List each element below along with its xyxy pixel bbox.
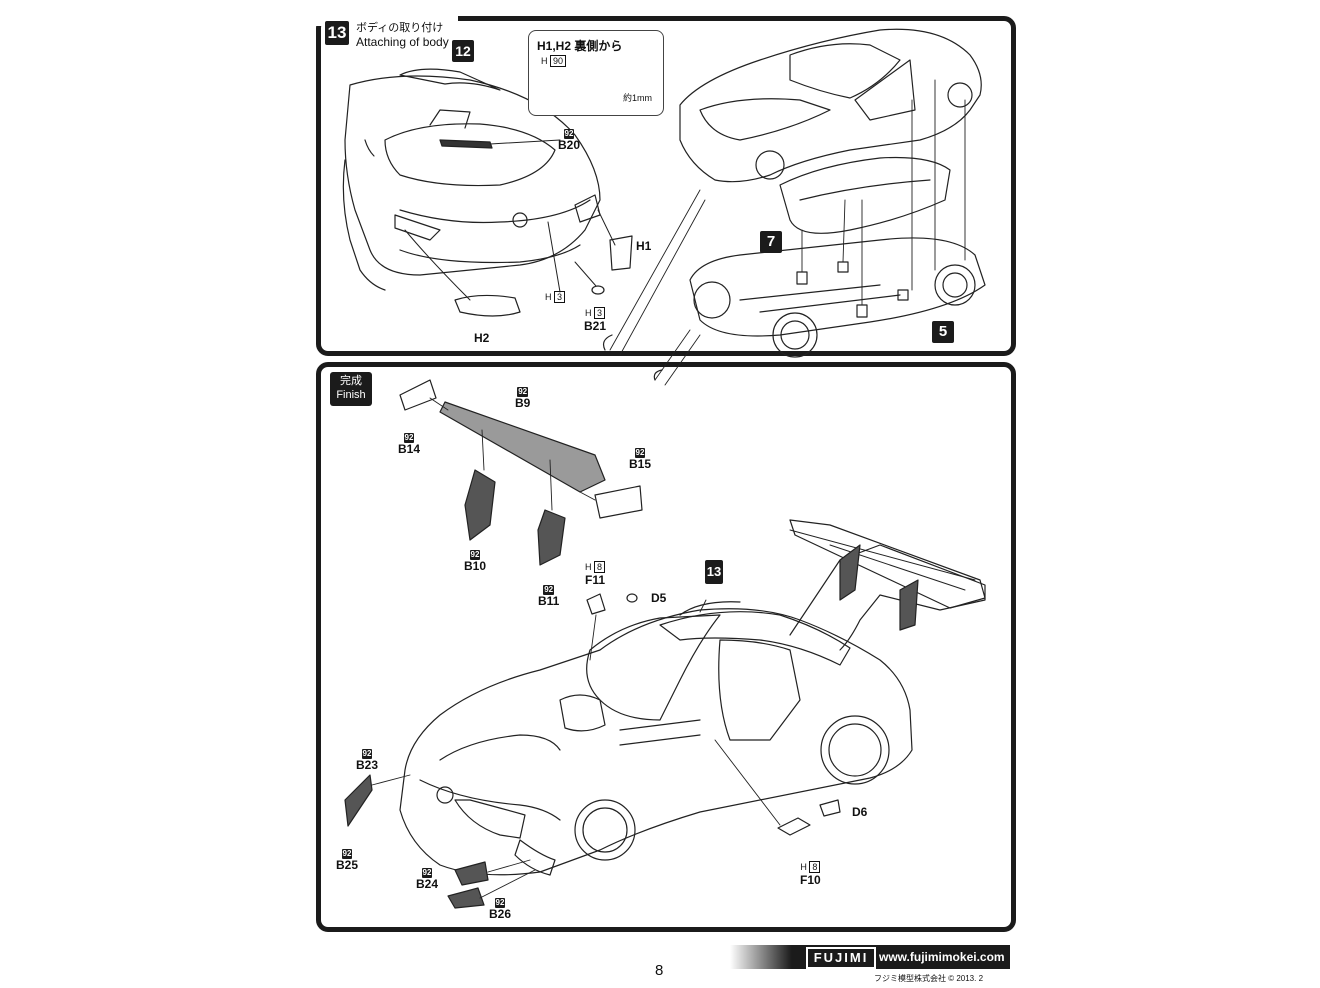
website-url[interactable]: www.fujimimokei.com	[879, 950, 1005, 964]
finished-car-drawing	[344, 519, 986, 909]
h1-part	[609, 235, 633, 271]
page-number: 8	[655, 962, 664, 979]
part-d6-label: D6	[852, 805, 868, 819]
step-title-en: Attaching of body	[356, 35, 449, 49]
wing-explode	[399, 379, 643, 566]
step-13-badge: 13	[325, 21, 349, 45]
h1-h2-note-box: H1,H2 裏側から H 90 約1mm	[528, 30, 664, 116]
step-title-jp: ボディの取り付け	[356, 22, 444, 34]
h3-code-left: H 3	[545, 291, 566, 304]
step-7-ref-badge: 7	[760, 231, 782, 253]
rear-body-drawing	[342, 68, 601, 291]
title-tab	[316, 8, 458, 26]
part-h1-label: H1	[636, 239, 652, 253]
finish-en: Finish	[336, 389, 366, 401]
body-chassis-explode	[602, 28, 986, 386]
finish-panel	[316, 362, 1016, 932]
copyright-text: フジミ模型株式会社 © 2013. 2	[874, 974, 984, 983]
step-13-ref-badge: 13	[705, 560, 723, 584]
finish-badge: 完成 Finish	[330, 372, 372, 406]
step-13-panel	[316, 16, 1016, 356]
b21-part	[591, 285, 605, 295]
note-dimension: 約1mm	[623, 93, 652, 103]
part-d5-label: D5	[651, 591, 667, 605]
h2-part	[454, 294, 521, 317]
step-5-ref-badge: 5	[932, 321, 954, 343]
note-hcode: H 90	[541, 55, 567, 67]
part-h2-label: H2	[474, 331, 490, 345]
note-title: H1,H2 裏側から	[537, 39, 623, 53]
finish-jp: 完成	[340, 375, 362, 387]
fujimi-logo: FUJIMI	[806, 947, 876, 969]
step-12-ref-badge: 12	[452, 40, 474, 62]
